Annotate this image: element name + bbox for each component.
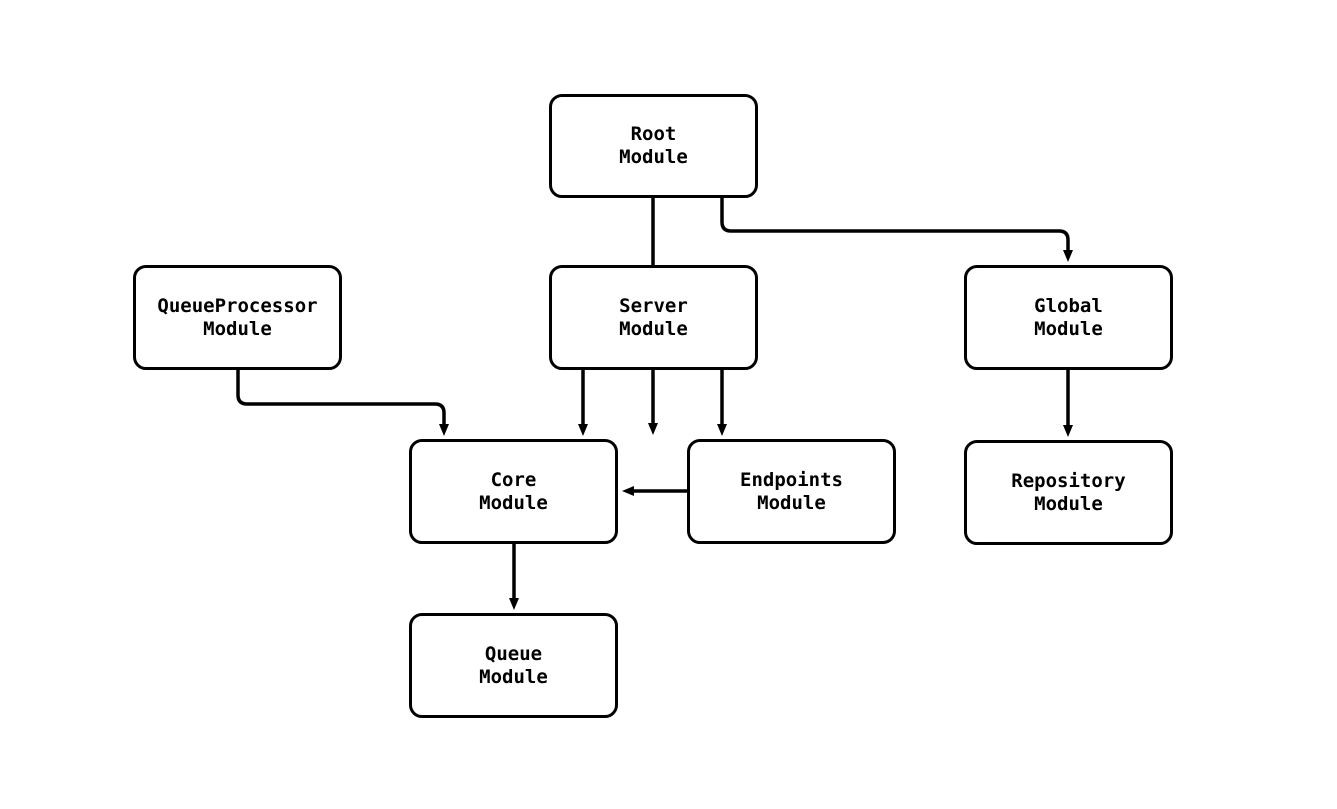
- edge-queueprocessor-to-core: [236, 370, 449, 436]
- node-root-module[interactable]: Root Module: [549, 94, 758, 198]
- node-server-module-label: Server Module: [619, 294, 688, 340]
- node-core-module[interactable]: Core Module: [409, 439, 618, 544]
- node-endpoints-module[interactable]: Endpoints Module: [687, 439, 896, 544]
- node-root-module-label: Root Module: [619, 123, 688, 168]
- node-server-module[interactable]: Server Module: [549, 265, 758, 370]
- edge-root-to-global: [720, 198, 1073, 262]
- node-queueprocessor-module[interactable]: QueueProcessor Module: [133, 265, 342, 370]
- node-global-module-label: Global Module: [1034, 294, 1103, 340]
- node-repository-module[interactable]: Repository Module: [964, 440, 1173, 545]
- node-queue-module-label: Queue Module: [479, 642, 548, 688]
- node-core-module-label: Core Module: [479, 468, 548, 514]
- node-endpoints-module-label: Endpoints Module: [740, 468, 843, 514]
- node-repository-module-label: Repository Module: [1011, 469, 1126, 515]
- node-queueprocessor-module-label: QueueProcessor Module: [157, 294, 318, 340]
- node-queue-module[interactable]: Queue Module: [409, 613, 618, 718]
- node-global-module[interactable]: Global Module: [964, 265, 1173, 370]
